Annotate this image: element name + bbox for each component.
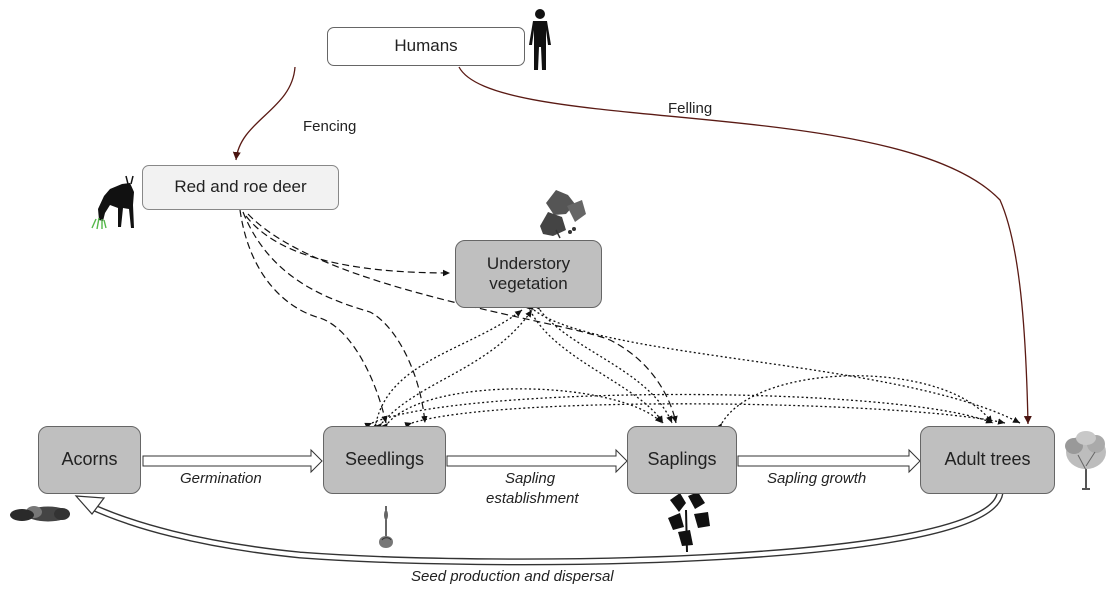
node-saplings: Saplings [627,426,737,494]
deer-grazing-icon [91,175,134,230]
lifecycle-arrows [142,448,921,474]
arrow-germination [142,448,323,474]
deer-to-understory [245,215,451,277]
label-sapling-growth: Sapling growth [767,470,867,487]
acorns-icon [10,506,70,522]
node-saplings-label: Saplings [647,449,717,470]
sapling-icon [668,492,710,553]
understory-seedlings-a [371,309,523,431]
understory-saplings-b [524,302,664,424]
label-sapling-establishment-line1: Sapling [505,470,556,487]
arrow-fencing [232,66,296,161]
human-silhouette-icon [529,9,551,70]
seedling-icon [379,506,393,548]
label-sapling-establishment-line2: establishment [486,490,579,507]
node-humans-label: Humans [394,36,458,56]
label-felling: Felling [668,100,713,117]
tree-icon [1065,431,1106,490]
node-deer-label: Red and roe deer [174,177,307,197]
node-humans: Humans [327,27,525,66]
seedlings-adult-trees [404,403,1006,429]
arrow-sapling-growth [737,448,921,474]
node-adult-trees: Adult trees [920,426,1055,494]
node-understory: Understory vegetation [455,240,602,308]
node-acorns-label: Acorns [61,449,118,470]
deer-to-seedlings-2 [242,211,428,424]
label-germination: Germination [180,470,262,487]
arrow-sapling-establishment [446,448,628,474]
understory-adult-trees [526,303,1021,424]
seed-production-arrow [74,491,1004,566]
saplings-adult-trees [715,375,993,431]
node-understory-label: Understory vegetation [486,253,571,293]
interaction-arrows [364,302,1021,431]
seedlings-adult-trees-2 [364,393,994,429]
seedlings-saplings [380,388,663,431]
node-deer: Red and roe deer [142,165,339,210]
arrow-felling [458,66,1032,425]
understory-plant-icon [540,190,586,239]
label-seed-production: Seed production and dispersal [411,568,614,585]
understory-seedlings-b [374,309,533,431]
node-seedlings: Seedlings [323,426,446,494]
node-seedlings-label: Seedlings [344,449,425,470]
human-arrows [232,66,1032,425]
label-fencing: Fencing [303,118,357,135]
node-adult-trees-label: Adult trees [944,449,1031,470]
deer-to-seedlings-1 [239,209,388,424]
node-acorns: Acorns [38,426,141,494]
